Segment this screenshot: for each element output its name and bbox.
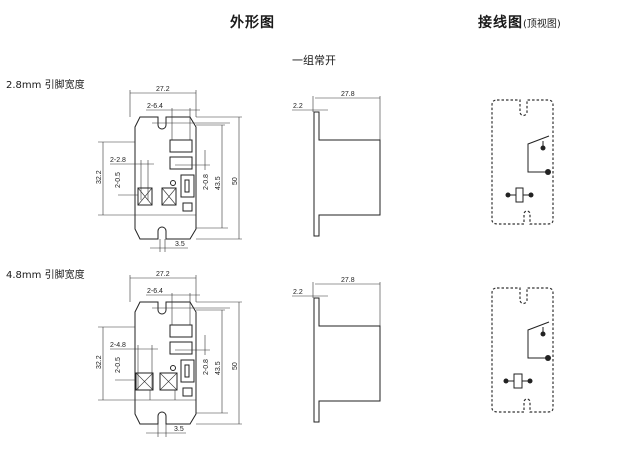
dim-width: 27.2 [156, 271, 170, 278]
variant-label-2-8mm: 2.8mm 引脚宽度 [6, 80, 85, 91]
dim-width: 27.2 [156, 86, 170, 93]
coil-terminal [503, 378, 509, 384]
dim-slot: 2-6.4 [147, 288, 163, 295]
coil-icon [513, 373, 523, 389]
contact-terminal [545, 169, 551, 175]
dim-inner-height: 32.2 [96, 170, 103, 184]
side-view-2-8mm: 27.8 2.2 [292, 91, 381, 237]
coil-terminal [527, 378, 533, 384]
dim-coil-pin: 2-0.8 [203, 359, 210, 375]
pin-terminal [135, 372, 154, 391]
dim-slot-width: 3.5 [175, 241, 185, 248]
variant-label-4-8mm: 4.8mm 引脚宽度 [6, 270, 85, 281]
dim-slot-width: 3.5 [174, 426, 184, 433]
relay-body-outline [134, 116, 197, 240]
pin-terminal [161, 187, 177, 206]
front-view-2-8mm: 27.2 2-6.4 2-0.8 32.2 2-2.8 2-0.5 3.5 43… [96, 86, 242, 252]
relay-side-outline [313, 297, 381, 423]
dim-depth: 27.8 [341, 277, 355, 284]
dim-pin-width: 2-4.8 [110, 342, 126, 349]
wiring-diagram-no [491, 287, 554, 413]
contact-terminal [540, 331, 546, 337]
dim-inner-height: 32.2 [96, 355, 103, 369]
dim-pin-thickness: 2-0.5 [115, 357, 122, 373]
dim-flange: 2.2 [293, 103, 303, 110]
relay-side-outline [313, 111, 381, 237]
dim-coil-pin: 2-0.8 [203, 174, 210, 190]
dim-mount-height: 43.5 [215, 361, 222, 375]
coil-terminal [505, 192, 511, 198]
wiring-header-title: 接线图 [478, 15, 523, 31]
coil-icon [515, 187, 524, 203]
wiring-diagram-nc [491, 99, 554, 225]
contact-form-subtitle: 一组常开 [292, 54, 336, 67]
pin-terminal [137, 187, 153, 206]
dim-flange: 2.2 [293, 289, 303, 296]
side-view-4-8mm: 27.8 2.2 [292, 277, 381, 423]
contact-terminal [540, 145, 546, 151]
pin-terminal [159, 372, 178, 391]
dim-pin-width: 2-2.8 [110, 157, 126, 164]
contact-terminal [545, 355, 551, 361]
relay-body-outline [134, 301, 197, 425]
dim-total-height: 50 [232, 362, 239, 370]
dim-depth: 27.8 [341, 91, 355, 98]
dim-mount-height: 43.5 [215, 176, 222, 190]
dim-slot: 2-6.4 [147, 103, 163, 110]
wiring-header-note: (顶视图) [523, 19, 561, 30]
outline-header: 外形图 [230, 15, 275, 31]
front-view-4-8mm: 27.2 2-6.4 2-0.8 32.2 2-4.8 2-0.5 3.5 43… [96, 271, 242, 437]
dim-total-height: 50 [232, 177, 239, 185]
dim-pin-thickness: 2-0.5 [115, 172, 122, 188]
wiring-header: 接线图(顶视图) [478, 12, 561, 32]
coil-terminal [528, 192, 534, 198]
